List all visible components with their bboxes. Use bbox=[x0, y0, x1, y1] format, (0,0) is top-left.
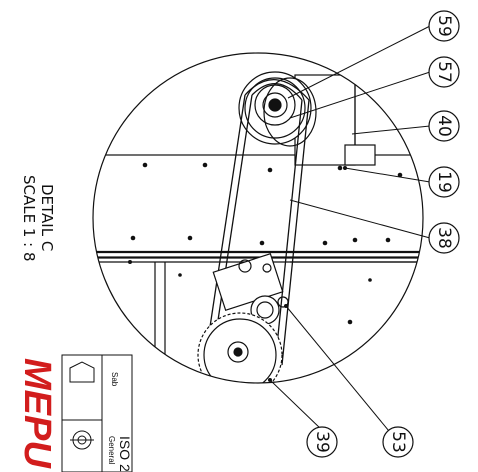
balloon-39: 39 bbox=[306, 426, 338, 458]
balloon-label: 19 bbox=[434, 171, 454, 193]
detail-title: DETAIL C bbox=[38, 184, 56, 251]
belt bbox=[204, 79, 310, 366]
balloon-label: 39 bbox=[312, 431, 332, 453]
detail-scale: SCALE 1 : 8 bbox=[20, 175, 38, 262]
balloon-53: 53 bbox=[382, 426, 414, 458]
sab-label: Sab bbox=[110, 372, 119, 387]
projection-symbol-icon bbox=[69, 361, 95, 450]
leader-arrowheads bbox=[268, 166, 347, 382]
tensioner bbox=[212, 252, 289, 325]
general-label: General bbox=[107, 436, 116, 465]
title-block: Sab General ISO 2 MEPU bbox=[16, 354, 133, 472]
detail-view bbox=[93, 71, 423, 383]
balloon-label: 40 bbox=[434, 115, 454, 137]
balloon-38: 38 bbox=[428, 222, 460, 254]
balloon-40: 40 bbox=[428, 110, 460, 142]
balloon-label: 38 bbox=[434, 227, 454, 249]
lower-sprocket bbox=[197, 312, 283, 383]
iso-label: ISO 2 bbox=[117, 436, 133, 472]
detail-caption: DETAIL C SCALE 1 : 8 bbox=[20, 175, 56, 262]
frame-plate bbox=[93, 154, 423, 258]
balloon-label: 57 bbox=[434, 61, 454, 83]
leader-lines bbox=[269, 25, 431, 443]
balloon-19: 19 bbox=[428, 166, 460, 198]
balloon-57: 57 bbox=[428, 56, 460, 88]
balloon-59: 59 bbox=[428, 10, 460, 42]
balloon-label: 59 bbox=[434, 15, 454, 37]
company-logo: MEPU bbox=[16, 358, 58, 469]
detail-circle bbox=[92, 52, 424, 384]
balloon-label: 53 bbox=[388, 431, 408, 453]
